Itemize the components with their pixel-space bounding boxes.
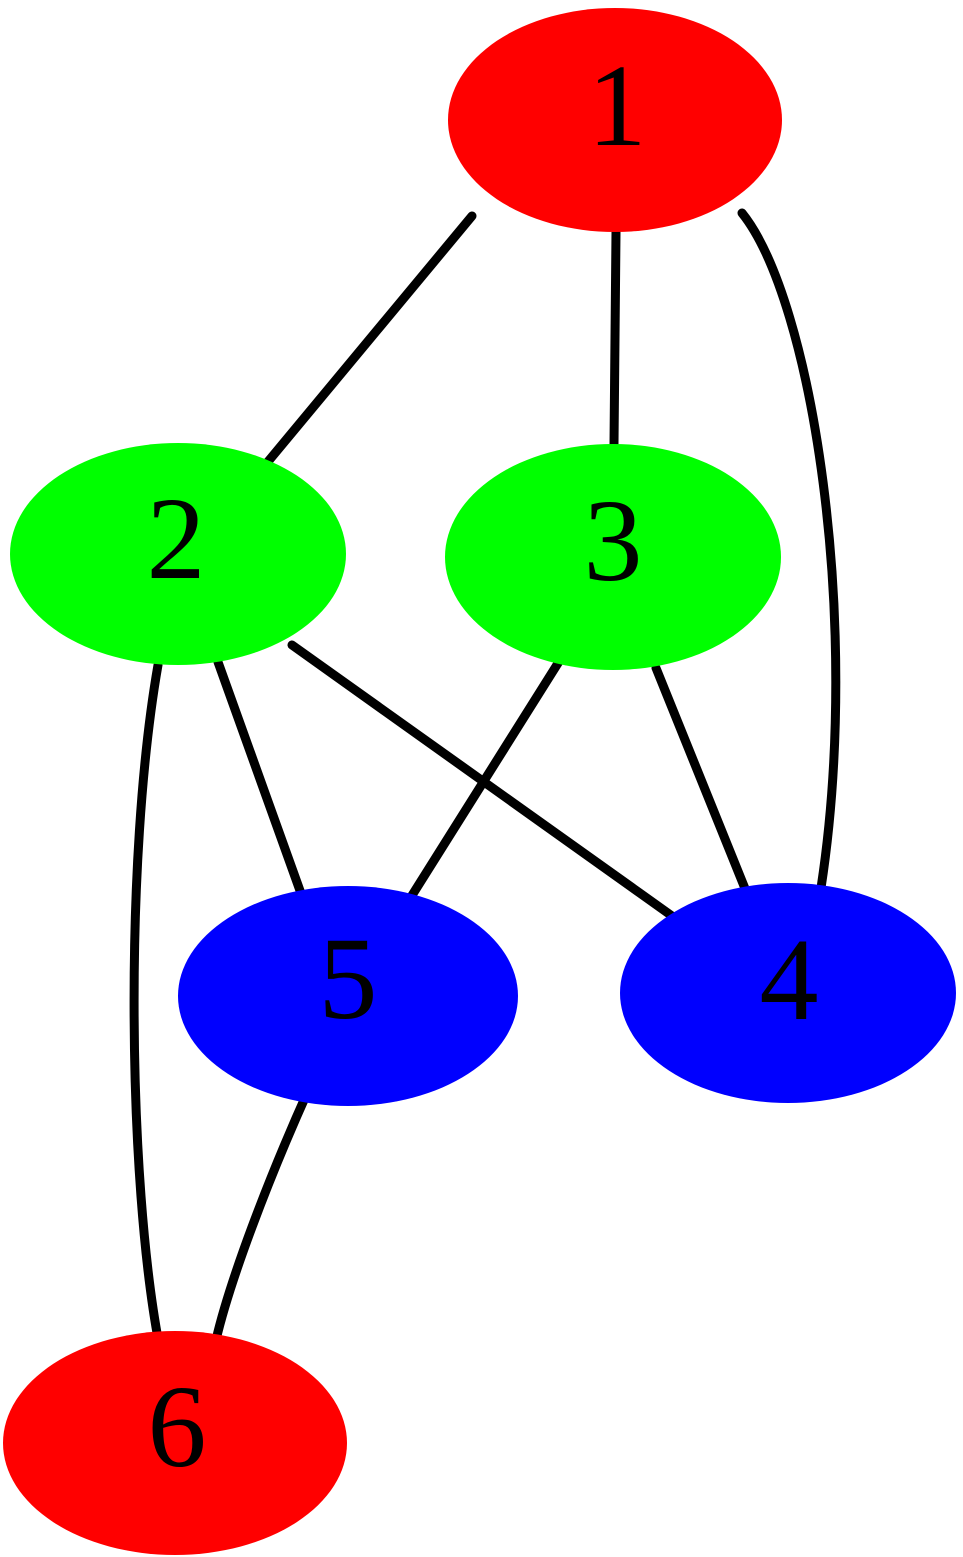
- graph-node-5[interactable]: 5: [178, 886, 518, 1106]
- node-shape-5[interactable]: [178, 886, 518, 1106]
- graph-node-1[interactable]: 1: [448, 8, 782, 232]
- graph-edge-1-3: [609, 227, 621, 449]
- graph-node-6[interactable]: 6: [3, 1331, 347, 1555]
- graph-edge-5-6: [211, 1086, 313, 1345]
- node-shape-3[interactable]: [445, 444, 781, 670]
- graph-edge-1-4: [737, 208, 841, 893]
- graph-node-2[interactable]: 2: [10, 443, 346, 665]
- node-shape-2[interactable]: [10, 443, 346, 665]
- node-shape-1[interactable]: [448, 8, 782, 232]
- node-shape-6[interactable]: [3, 1331, 347, 1555]
- graph-edge-2-6: [129, 660, 164, 1349]
- graph-edge-3-4: [651, 663, 751, 896]
- graph-node-3[interactable]: 3: [445, 444, 781, 670]
- graph-edge-2-5: [213, 657, 308, 904]
- edge-layer: [129, 208, 841, 1349]
- node-shape-4[interactable]: [620, 883, 956, 1103]
- graph-edge-3-5: [406, 655, 565, 902]
- graph-node-4[interactable]: 4: [620, 883, 956, 1103]
- graph-edge-1-2: [261, 211, 477, 469]
